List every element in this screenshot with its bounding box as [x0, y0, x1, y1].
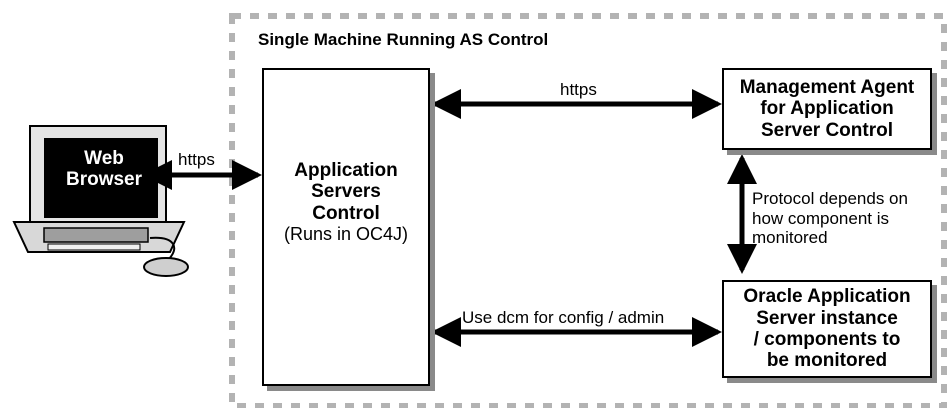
control-instance-label: Use dcm for config / admin [462, 308, 665, 327]
as-control-line2: Servers [311, 181, 381, 203]
web-browser-label: Web Browser [52, 148, 156, 191]
browser-control-label: https [178, 150, 215, 169]
instance-line4: be monitored [766, 350, 888, 372]
as-control-runtime: (Runs in OC4J) [283, 223, 409, 244]
agent-line3: Server Control [761, 119, 893, 141]
agent-line2: for Application [760, 98, 894, 120]
machine-title: Single Machine Running AS Control [258, 30, 549, 49]
instance-line1: Oracle Application [743, 286, 911, 308]
instance-line3: / components to [753, 329, 901, 350]
protocol-line1: Protocol depends on [752, 189, 908, 208]
management-agent-box: Management Agent for Application Server … [722, 68, 932, 150]
agent-instance-label: Protocol depends on how component is mon… [752, 189, 908, 248]
as-control-line3: Control [312, 202, 380, 224]
protocol-line3: monitored [752, 228, 828, 248]
as-instance-box: Oracle Application Server instance / com… [722, 280, 932, 378]
machine-boundary [229, 13, 947, 408]
as-control-line1: Application [294, 160, 398, 182]
agent-line1: Management Agent [739, 77, 915, 99]
control-agent-label: https [560, 80, 597, 99]
browser-line2: Browser [65, 169, 143, 191]
protocol-line2: how component is [752, 208, 890, 228]
instance-line2: Server instance [756, 307, 898, 329]
as-control-box: Application Servers Control (Runs in OC4… [262, 68, 430, 386]
browser-line1: Web [84, 148, 124, 169]
